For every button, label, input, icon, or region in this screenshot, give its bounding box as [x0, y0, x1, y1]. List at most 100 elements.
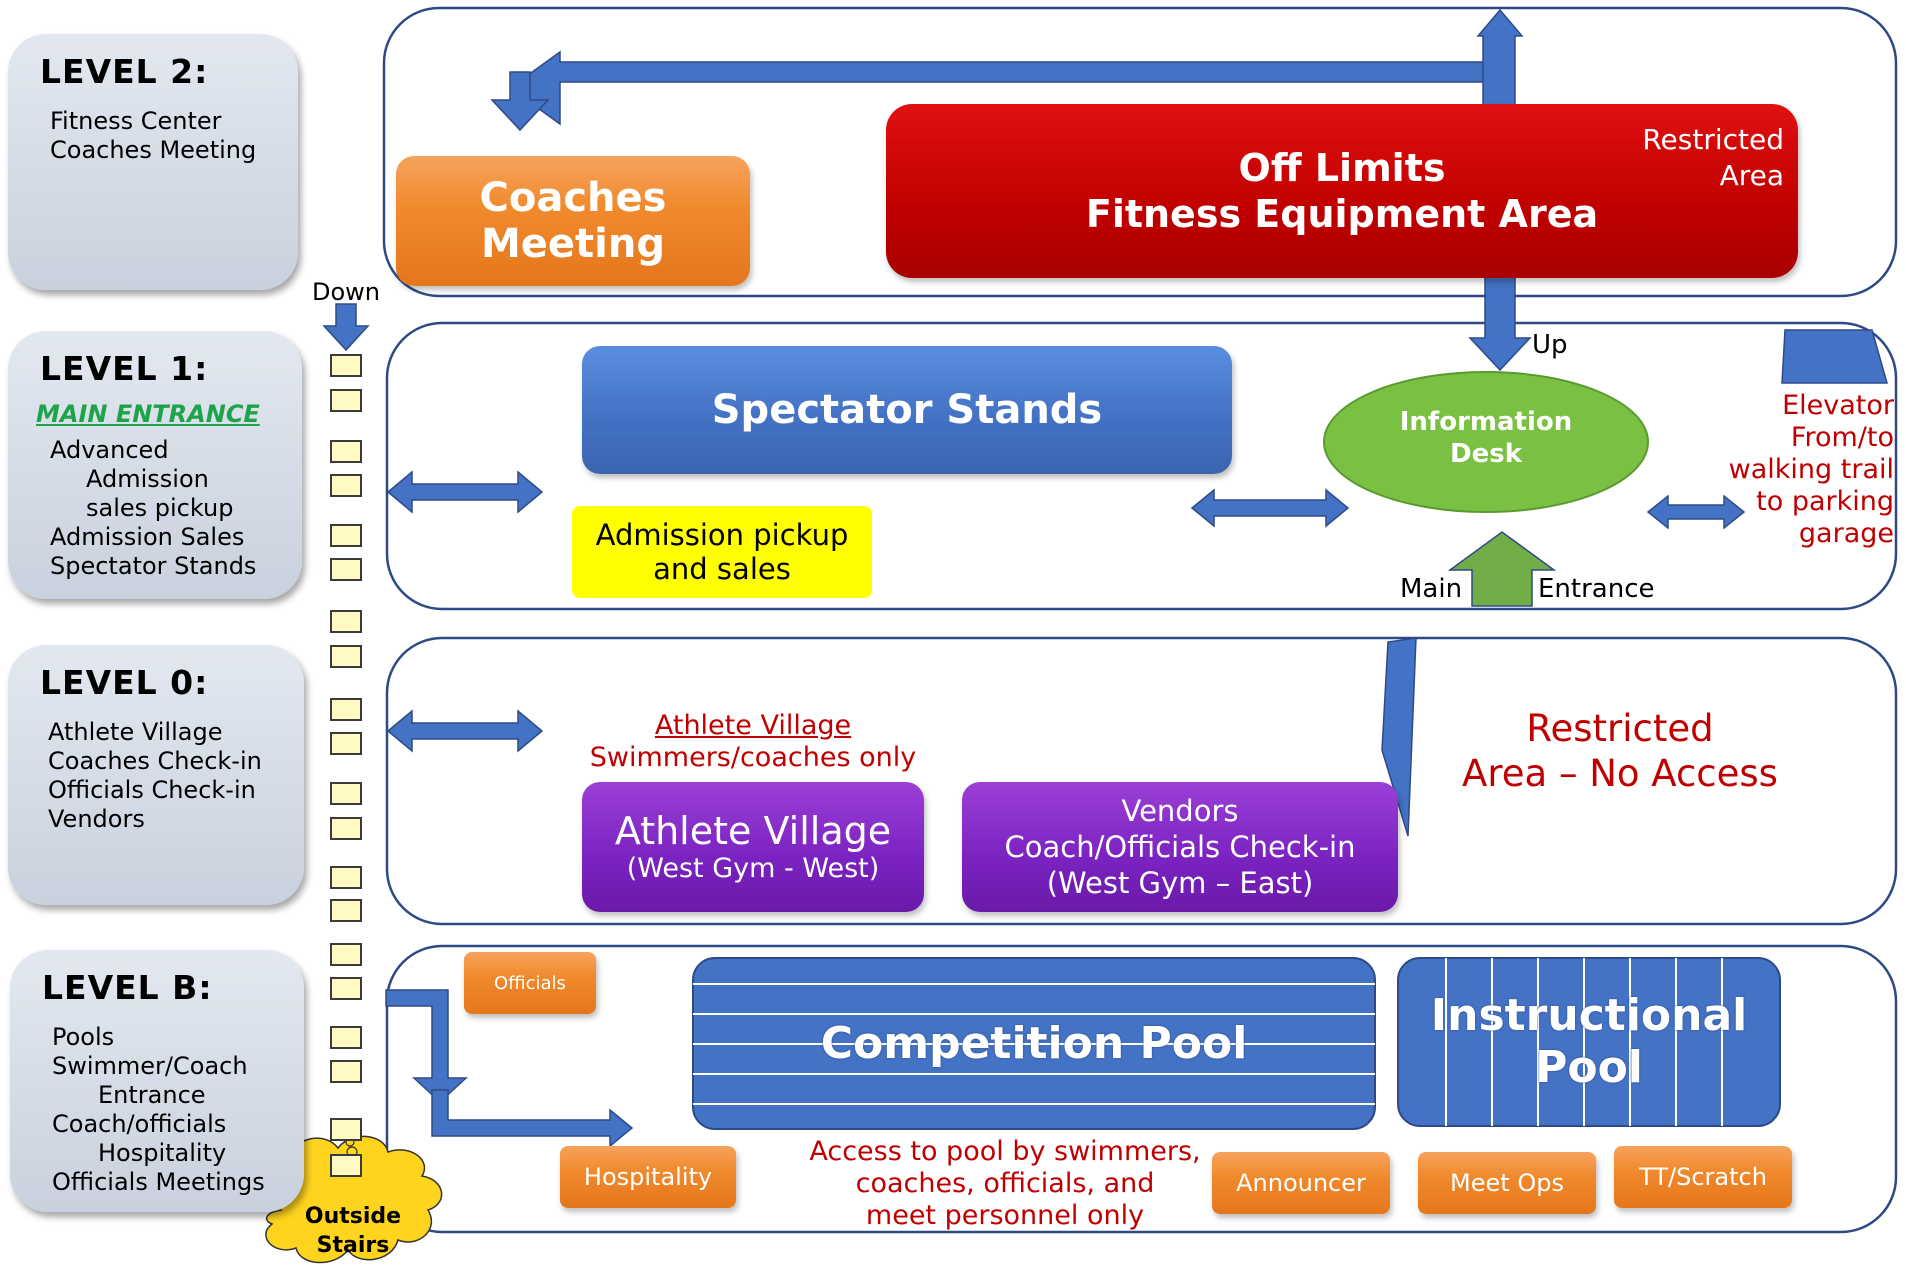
level-b-line: Swimmer/Coach: [52, 1052, 248, 1080]
spectator-stands-area[interactable]: Spectator Stands: [582, 346, 1232, 474]
restricted-area-line: Restricted: [1642, 123, 1784, 156]
hospitality-room[interactable]: Hospitality: [560, 1146, 736, 1208]
no-access-line: Restricted: [1526, 707, 1714, 750]
competition-pool[interactable]: Competition Pool: [693, 958, 1375, 1129]
stair-step: [330, 782, 362, 805]
level-1-line: Advanced: [50, 436, 169, 464]
pool-access-note: Access to pool by swimmers, coaches, off…: [790, 1136, 1220, 1232]
athlete-village-location: (West Gym - West): [626, 853, 880, 884]
level-1-card: LEVEL 1: MAIN ENTRANCE Advanced Admissio…: [8, 331, 302, 599]
vendors-line: Vendors: [1121, 794, 1239, 828]
up-label: Up: [1532, 330, 1568, 360]
level-0-line: Officials Check-in: [48, 776, 256, 804]
level-b-line: Entrance: [98, 1081, 206, 1109]
stair-step: [330, 474, 362, 497]
instructional-pool-shape: [1397, 957, 1781, 1127]
level-b-line: Hospitality: [98, 1139, 227, 1167]
stairs-down-arrow: [322, 303, 370, 352]
athlete-village-area[interactable]: Athlete Village (West Gym - West): [582, 782, 924, 912]
information-desk[interactable]: Information Desk: [1324, 406, 1648, 482]
elevator-line: to parking: [1756, 486, 1894, 517]
stair-step: [330, 645, 362, 668]
level-b-line: Coach/officials: [52, 1110, 227, 1138]
information-desk-line: Desk: [1450, 439, 1522, 469]
entrance-label: Entrance: [1538, 574, 1655, 604]
officials-room[interactable]: Officials: [464, 952, 596, 1014]
elevator-note: Elevator From/to walking trail to parkin…: [1696, 390, 1894, 550]
level-1-line: sales pickup: [86, 494, 234, 522]
information-desk-line: Information: [1399, 407, 1573, 437]
restricted-area-line: Area: [1719, 159, 1784, 192]
hospitality-label: Hospitality: [583, 1163, 713, 1191]
stair-step: [330, 389, 362, 412]
level-b-line: Pools: [52, 1023, 115, 1051]
stair-step: [330, 866, 362, 889]
vendors-line: Coach/Officials Check-in: [1004, 830, 1356, 864]
outside-stairs-line: Stairs: [316, 1233, 390, 1258]
athlete-village-title: Athlete Village: [614, 809, 892, 853]
stair-step: [330, 1154, 362, 1177]
pool-access-line: meet personnel only: [865, 1200, 1145, 1231]
announcer-label: Announcer: [1236, 1169, 1366, 1197]
vendors-line: (West Gym – East): [1046, 866, 1314, 900]
level-b-line: Officials Meetings: [52, 1168, 265, 1196]
coaches-meeting-line: Meeting: [480, 221, 665, 267]
pool-entry-route-arrow: [385, 989, 468, 1104]
vendors-checkin-area[interactable]: Vendors Coach/Officials Check-in (West G…: [962, 782, 1398, 912]
stair-step: [330, 943, 362, 966]
level-1-title: LEVEL 1:: [40, 349, 209, 388]
admission-line: Admission pickup: [595, 518, 849, 552]
down-to-coaches-arrow: [490, 71, 550, 132]
level0-wedge-divider: [1381, 637, 1417, 837]
tt-scratch-room[interactable]: TT/Scratch: [1614, 1146, 1792, 1208]
coaches-meeting-line: Coaches: [479, 175, 667, 221]
level-0-line: Athlete Village: [48, 718, 223, 746]
outside-stairs-line: Outside: [304, 1204, 402, 1229]
announcer-room[interactable]: Announcer: [1212, 1152, 1390, 1214]
stair-step: [330, 817, 362, 840]
stands-info-double-arrow: [1190, 488, 1350, 528]
elevator-line: Elevator: [1782, 390, 1894, 421]
instructional-pool[interactable]: Instructional Pool: [1398, 958, 1780, 1126]
admission-pickup-box[interactable]: Admission pickup and sales: [572, 506, 872, 598]
main-entrance-arrow: [1447, 531, 1557, 607]
stair-step: [330, 354, 362, 377]
meet-ops-room[interactable]: Meet Ops: [1418, 1152, 1596, 1214]
pool-entry-route-arrow-2: [431, 1089, 634, 1148]
level-0-title: LEVEL 0:: [40, 663, 209, 702]
instructional-pool-line: Pool: [1535, 1042, 1643, 1093]
coaches-meeting-room[interactable]: Coaches Meeting: [396, 156, 750, 286]
elevator-line: garage: [1798, 518, 1894, 549]
information-desk-shape: [1323, 371, 1649, 513]
no-access-note: Restricted Area – No Access: [1440, 706, 1800, 796]
off-limits-fitness-area[interactable]: Off Limits Fitness Equipment Area: [886, 104, 1798, 278]
stair-step: [330, 698, 362, 721]
up-arrow-top: [1476, 8, 1524, 111]
pool-access-line: Access to pool by swimmers,: [809, 1136, 1201, 1167]
off-limits-line: Off Limits: [1238, 146, 1446, 190]
main-label: Main: [1400, 574, 1463, 604]
stair-step: [330, 732, 362, 755]
stair-step: [330, 1118, 362, 1141]
level-2-title: LEVEL 2:: [40, 52, 209, 91]
tt-scratch-label: TT/Scratch: [1639, 1163, 1767, 1191]
stair-step: [330, 1060, 362, 1083]
level-b-card: LEVEL B: Pools Swimmer/Coach Entrance Co…: [10, 950, 304, 1212]
stair-step: [330, 977, 362, 1000]
athlete-village-heading: Athlete Village: [654, 710, 852, 741]
spectator-stands-label: Spectator Stands: [711, 387, 1103, 433]
admission-line: and sales: [653, 552, 791, 586]
stair-step: [330, 558, 362, 581]
level-1-line: Admission: [86, 465, 209, 493]
elevator-shape: [1781, 329, 1888, 384]
level-2-card: LEVEL 2: Fitness Center Coaches Meeting: [8, 34, 298, 290]
stairs-down-label: Down: [312, 278, 381, 306]
level-b-title: LEVEL B:: [42, 968, 213, 1007]
level-1-line: Spectator Stands: [50, 552, 257, 580]
pool-access-line: coaches, officials, and: [855, 1168, 1155, 1199]
level-0-line: Vendors: [48, 805, 145, 833]
level-1-line: Admission Sales: [50, 523, 245, 551]
main-entrance-label: MAIN ENTRANCE: [36, 400, 260, 428]
elevator-line: walking trail: [1728, 454, 1894, 485]
info-elevator-double-arrow: [1646, 494, 1746, 530]
